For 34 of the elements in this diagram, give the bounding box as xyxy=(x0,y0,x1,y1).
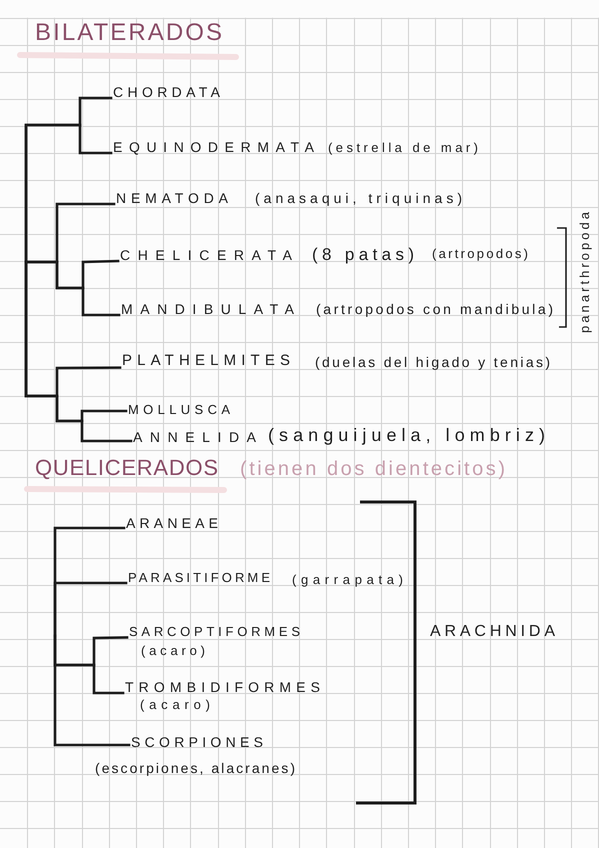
cladogram-branch xyxy=(24,124,112,264)
taxon-note: (duelas del higado y tenias) xyxy=(315,354,550,370)
cladogram-branch xyxy=(24,260,132,442)
taxon-name: TROMBIDIFORMES xyxy=(125,678,320,696)
cladogram-branch xyxy=(24,260,120,316)
taxon-note: (acaro) xyxy=(141,644,205,658)
taxon-name: MANDIBULATA xyxy=(121,300,294,318)
taxon-name: PARASITIFORME xyxy=(128,570,270,586)
taxon-name: CHORDATA xyxy=(113,84,220,100)
taxon-name: ARANEAE xyxy=(126,514,218,532)
cladogram-branch xyxy=(54,582,128,638)
taxon-name: MOLLUSCA xyxy=(128,402,230,418)
clade-label: panarthropoda xyxy=(578,211,592,332)
taxon-note: (escorpiones, alacranes) xyxy=(95,760,295,776)
taxon-note: (artropodos con mandibula) xyxy=(316,300,553,318)
cladogram-branch xyxy=(54,634,130,746)
taxon-note: (artropodos) xyxy=(432,246,528,262)
taxon-name: SARCOPTIFORMES xyxy=(129,624,300,640)
taxon-note: (8 patas) xyxy=(312,245,414,265)
taxon-note: (sanguijuela, lombriz) xyxy=(268,424,545,446)
taxon-note: (acaro) xyxy=(140,698,210,712)
taxon-name: EQUINODERMATA xyxy=(113,138,314,156)
taxon-name: NEMATODA xyxy=(116,190,228,206)
taxon-name: PLATHELMITES xyxy=(122,352,290,370)
taxon-note: (estrella de mar) xyxy=(328,140,478,156)
heading-note: (tienen dos dientecitos) xyxy=(240,458,505,480)
taxon-name: ANNELIDA xyxy=(133,428,256,446)
taxon-note: (anasaqui, triquinas) xyxy=(255,190,462,206)
page-heading: BILATERADOS xyxy=(35,19,222,47)
taxon-name: SCORPIONES xyxy=(131,734,263,750)
taxon-note: (garrapata) xyxy=(292,572,403,588)
taxon-name: CHELICERATA xyxy=(120,246,292,264)
clade-label: ARACHNIDA xyxy=(430,622,555,642)
section-heading: QUELICERADOS xyxy=(35,455,218,481)
